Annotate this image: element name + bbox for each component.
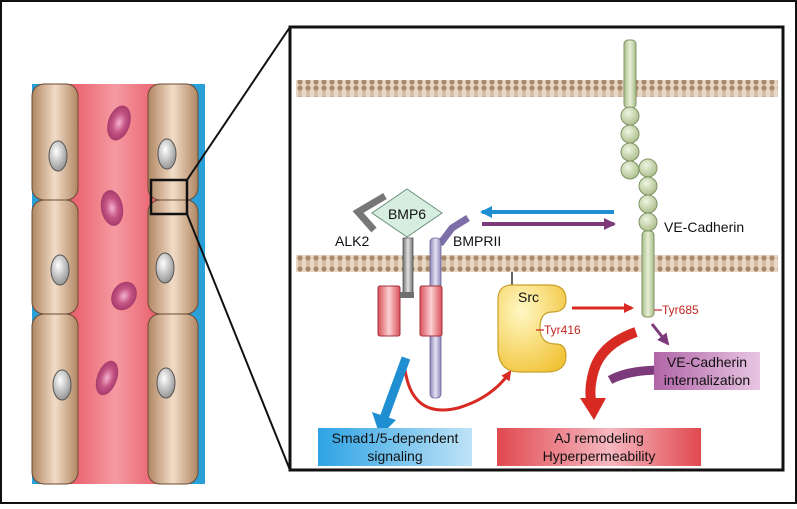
src-kinase: Src Tyr416 bbox=[497, 272, 581, 373]
alk2-receptor: ALK2 bbox=[335, 192, 414, 337]
zoom-connector-line bbox=[186, 26, 291, 181]
cadherin-rod bbox=[641, 230, 655, 318]
blood-vessel bbox=[31, 83, 205, 485]
receptor-to-src-arrow bbox=[402, 359, 512, 412]
ve-cadherin-molecule: VE-Cadherin bbox=[620, 39, 744, 318]
bottom-membrane bbox=[296, 255, 778, 272]
endothelial-cell bbox=[147, 83, 199, 201]
alk2-kinase-domain bbox=[377, 285, 401, 337]
cadherin-bead bbox=[620, 160, 640, 180]
cadherin-to-outcome-arrow bbox=[585, 327, 638, 406]
cadherin-bead bbox=[638, 158, 658, 178]
cadherin-bead bbox=[620, 106, 640, 126]
src-label: Src bbox=[518, 289, 539, 305]
outcome-box: AJ remodeling Hyperpermeability bbox=[497, 428, 701, 466]
top-membrane bbox=[296, 80, 778, 97]
bmprii-label: BMPRII bbox=[453, 233, 501, 249]
zoom-connector-line bbox=[186, 213, 291, 471]
smad-box-line2: signaling bbox=[367, 448, 422, 464]
zoom-panel-frame bbox=[288, 25, 785, 472]
internalization-box-bg bbox=[654, 352, 760, 390]
nucleus bbox=[52, 369, 72, 401]
nucleus bbox=[155, 252, 175, 284]
endothelial-cell bbox=[31, 199, 79, 315]
outcome-box-line1: AJ remodeling bbox=[554, 430, 644, 446]
alk2-stalk bbox=[402, 237, 414, 297]
cadherin-to-outcome-arrowhead bbox=[580, 398, 606, 420]
nucleus bbox=[156, 367, 176, 399]
smad-signaling-box: Smad1/5-dependent signaling bbox=[318, 428, 472, 466]
tyr416-label: Tyr416 bbox=[544, 323, 581, 337]
cadherin-rod bbox=[623, 39, 637, 109]
outcome-box-bg bbox=[497, 428, 701, 466]
red-blood-cell bbox=[111, 281, 137, 311]
bmp6-ligand: BMP6 bbox=[371, 188, 443, 238]
internalization-box-line1: VE-Cadherin bbox=[667, 354, 747, 370]
nucleus bbox=[50, 254, 70, 286]
smad-box-bg bbox=[318, 428, 472, 466]
smad-box-line1: Smad1/5-dependent bbox=[332, 430, 459, 446]
cadherin-bead bbox=[638, 176, 658, 196]
bmprii-receptor: BMPRII bbox=[419, 215, 501, 399]
ve-cadherin-label: VE-Cadherin bbox=[664, 219, 744, 235]
src-body bbox=[497, 284, 567, 373]
red-blood-cell bbox=[107, 105, 131, 141]
cadherin-bead bbox=[638, 194, 658, 214]
alk2-ectodomain bbox=[352, 192, 387, 233]
alk2-label: ALK2 bbox=[335, 233, 369, 249]
endothelial-cell bbox=[147, 199, 199, 315]
cadherin-bead bbox=[620, 142, 640, 162]
bmprii-kinase-domain bbox=[419, 285, 443, 337]
cadherin-bead bbox=[620, 124, 640, 144]
zoom-region-box bbox=[149, 178, 189, 216]
red-blood-cell bbox=[100, 190, 124, 226]
internalization-box-line2: internalization bbox=[664, 372, 750, 388]
junction-panel: VE-Cadherin BMP6 ALK2 BMPRII Src bbox=[288, 25, 785, 472]
nucleus bbox=[48, 140, 68, 172]
endothelial-cell bbox=[31, 313, 79, 485]
bmprii-ectodomain bbox=[437, 215, 470, 247]
cadherin-to-internalization-arrow bbox=[650, 323, 670, 346]
cadherin-bead bbox=[638, 212, 658, 232]
bmp6-label: BMP6 bbox=[388, 206, 426, 222]
endothelial-cell bbox=[147, 313, 199, 485]
smad-arrow-shaft bbox=[379, 356, 411, 420]
nucleus bbox=[157, 138, 177, 170]
red-blood-cell bbox=[95, 360, 119, 396]
internalization-box: VE-Cadherin internalization bbox=[654, 352, 760, 390]
vessel-lumen bbox=[70, 84, 160, 484]
outcome-box-line2: Hyperpermeability bbox=[543, 448, 656, 464]
endothelial-cell bbox=[31, 83, 79, 201]
tyr685-label: Tyr685 bbox=[662, 303, 699, 317]
alk2-linker bbox=[400, 292, 414, 298]
